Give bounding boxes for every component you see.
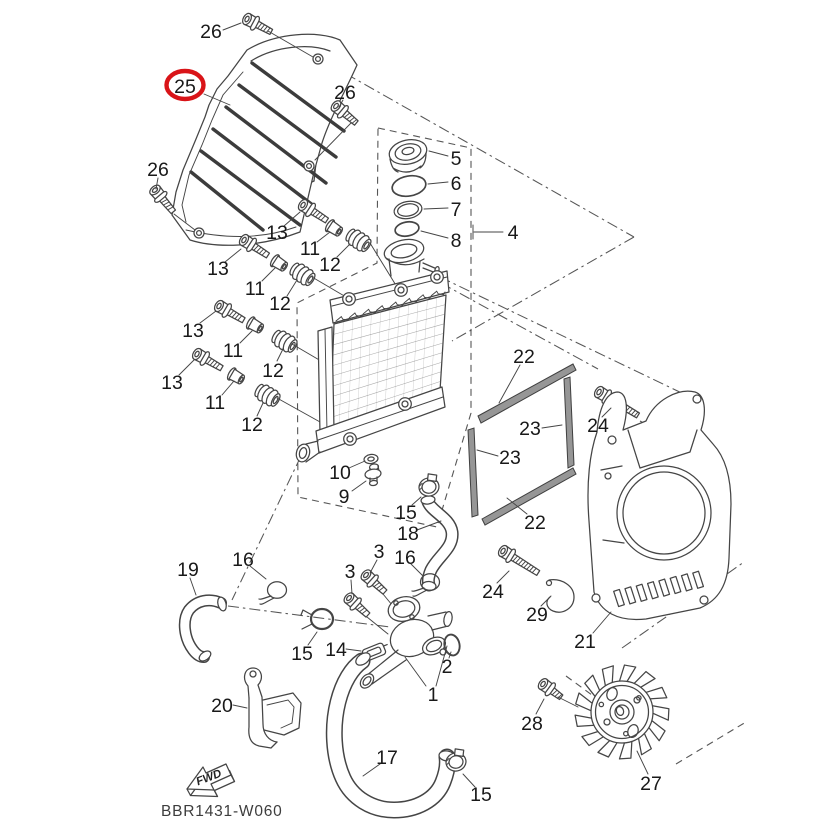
- callout-13: 13: [182, 320, 204, 342]
- callout-16: 16: [232, 549, 254, 571]
- callout-24: 24: [587, 415, 609, 437]
- callout-12: 12: [269, 293, 291, 315]
- callout-26: 26: [334, 82, 356, 104]
- callout-15: 15: [470, 784, 492, 806]
- callout-12: 12: [262, 360, 284, 382]
- callout-12: 12: [319, 254, 341, 276]
- callout-3: 3: [374, 541, 385, 563]
- callout-11: 11: [300, 238, 320, 260]
- callout-3: 3: [345, 561, 356, 583]
- callout-5: 5: [451, 148, 462, 170]
- callout-28: 28: [521, 713, 543, 735]
- callout-13: 13: [266, 222, 288, 244]
- callout-2: 2: [442, 656, 453, 678]
- callout-15: 15: [291, 643, 313, 665]
- callout-13: 13: [161, 372, 183, 394]
- callout-26: 26: [147, 159, 169, 181]
- callout-6: 6: [451, 173, 462, 195]
- callout-18: 18: [397, 523, 419, 545]
- diagram-code: BBR1431-W060: [161, 803, 283, 820]
- callout-12: 12: [241, 414, 263, 436]
- callout-11: 11: [245, 278, 265, 300]
- leader-lines: [155, 22, 649, 788]
- callout-22: 22: [513, 346, 535, 368]
- callout-13: 13: [207, 258, 229, 280]
- callout-25: 25: [174, 76, 196, 98]
- callout-27: 27: [640, 773, 662, 795]
- callout-17: 17: [376, 747, 398, 769]
- callout-8: 8: [451, 230, 462, 252]
- callout-11: 11: [205, 392, 225, 414]
- callout-21: 21: [574, 631, 596, 653]
- callout-9: 9: [339, 486, 350, 508]
- callout-15: 15: [395, 502, 417, 524]
- parts-linework: FWD: [149, 12, 732, 819]
- callout-23: 23: [519, 418, 541, 440]
- callout-20: 20: [211, 695, 233, 717]
- callout-23: 23: [499, 447, 521, 469]
- callout-22: 22: [524, 512, 546, 534]
- callout-29: 29: [526, 604, 548, 626]
- callout-24: 24: [482, 581, 504, 603]
- callout-11: 11: [223, 340, 243, 362]
- callout-16: 16: [394, 547, 416, 569]
- callout-4: 4: [508, 222, 519, 244]
- callout-7: 7: [451, 199, 462, 221]
- callout-26: 26: [200, 21, 222, 43]
- callout-10: 10: [329, 462, 351, 484]
- callout-1: 1: [428, 684, 439, 706]
- callout-14: 14: [325, 639, 347, 661]
- callout-19: 19: [177, 559, 199, 581]
